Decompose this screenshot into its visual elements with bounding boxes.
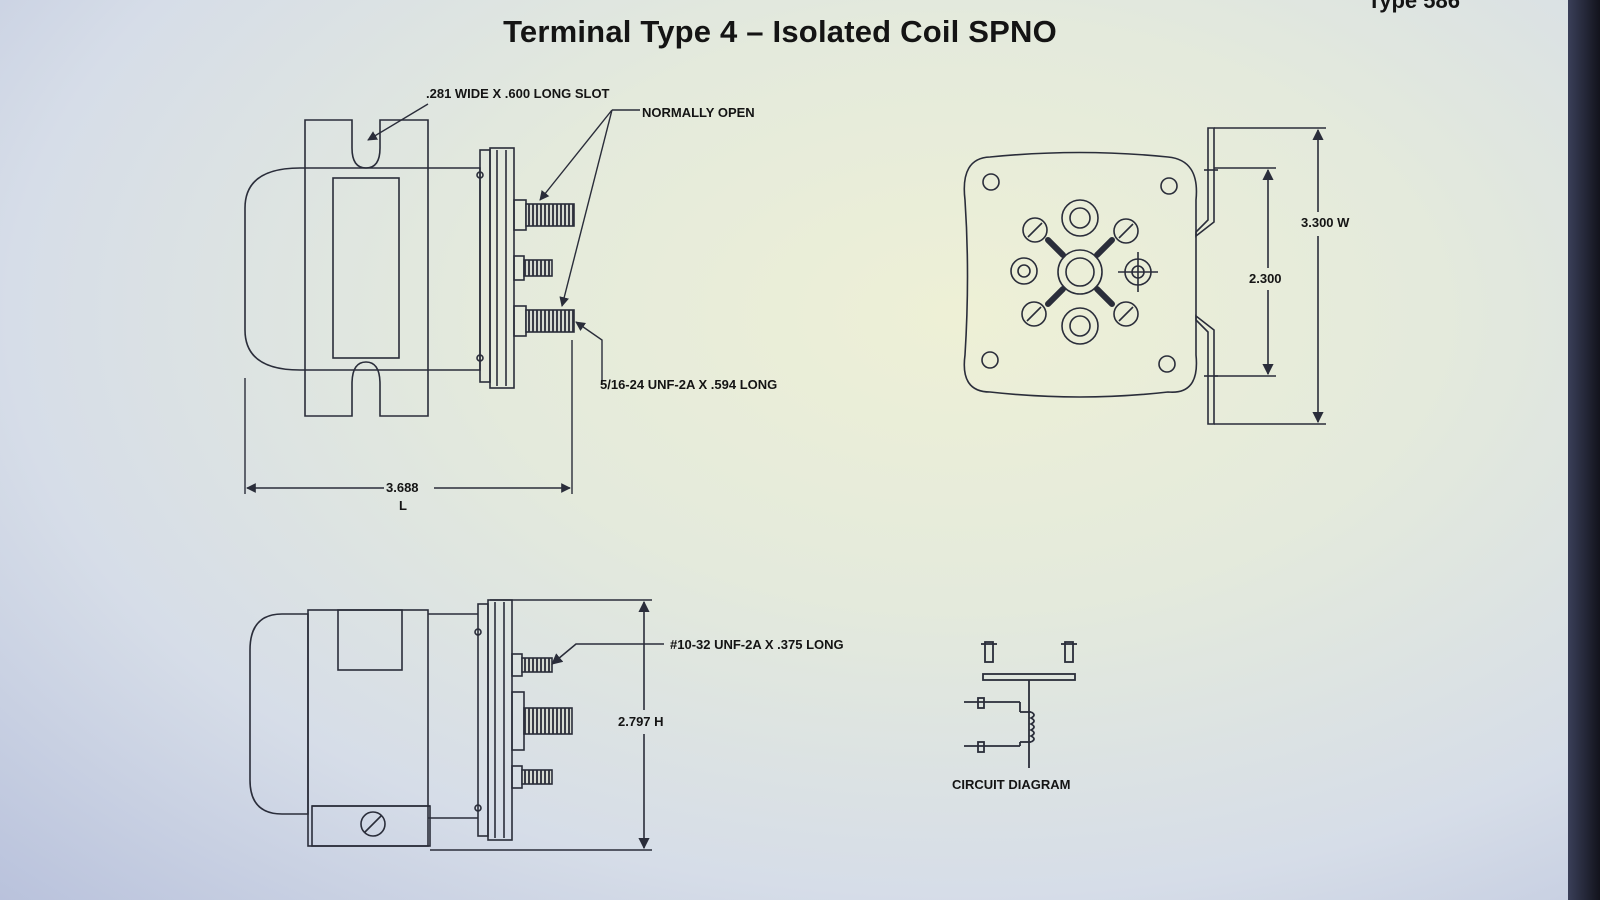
coil-stud-bottom [521, 769, 553, 785]
stud-base-top [513, 199, 527, 231]
circuit-diagram-caption: CIRCUIT DIAGRAM [952, 777, 1070, 792]
terminal-plate-left [479, 149, 491, 383]
length-symbol: L [399, 498, 407, 513]
coil-stud-base-bottom [511, 765, 523, 789]
main-stud-bottom [525, 309, 575, 333]
base-block [311, 805, 431, 847]
coil-stud [523, 259, 553, 277]
main-stud-callout: 5/16-24 UNF-2A X .594 LONG [600, 377, 777, 392]
solenoid-housing [307, 609, 429, 847]
center-boss [1057, 249, 1103, 295]
coil-terminal-left [1010, 257, 1038, 285]
main-terminal-block [511, 691, 525, 751]
bracket-flange-bottom [1195, 314, 1215, 425]
main-stud-side [523, 707, 573, 735]
page-edge-shadow [1568, 0, 1600, 900]
normally-open-callout: NORMALLY OPEN [642, 105, 755, 120]
side-view-top [244, 119, 575, 417]
label-recess [337, 609, 403, 671]
end-view [963, 127, 1326, 425]
mount-hole-br [1158, 355, 1176, 373]
mount-hole-tr [1160, 177, 1178, 195]
bracket-flange-top [1195, 127, 1215, 238]
terminal-plate [489, 147, 515, 389]
slotted-screws [1021, 217, 1139, 327]
coil-stud-base [513, 255, 525, 281]
coil-stud-base-top [511, 653, 523, 677]
coil-symbol [1028, 711, 1035, 743]
page-type-tag: Type 586 [1367, 0, 1460, 13]
terminal-plate-bottom [487, 599, 513, 841]
coil-stud-callout: #10-32 UNF-2A X .375 LONG [670, 637, 844, 652]
width-dimension: 3.300 W [1301, 215, 1350, 230]
main-stud-top [525, 203, 575, 227]
mount-hole-tl [982, 173, 1000, 191]
contact-bar [982, 673, 1076, 681]
page-title: Terminal Type 4 – Isolated Coil SPNO [503, 14, 1057, 49]
stud-base-bottom [513, 305, 527, 337]
side-view-bottom [249, 599, 664, 851]
circuit-diagram [964, 641, 1077, 768]
height-dimension: 2.797 H [618, 714, 664, 729]
coil-cap [249, 613, 309, 815]
coil-stud-top [521, 657, 553, 673]
terminal-plate-bottom-left [477, 603, 489, 837]
base-screw [360, 811, 386, 837]
length-dimension: 3.688 [386, 480, 419, 495]
mount-spacing-dimension: 2.300 [1249, 271, 1282, 286]
bracket-window [332, 177, 400, 359]
solenoid-body [244, 167, 481, 371]
terminal-top [1061, 199, 1099, 237]
end-plate [963, 151, 1198, 398]
slot-callout: .281 WIDE X .600 LONG SLOT [426, 86, 610, 101]
mount-hole-bl [981, 351, 999, 369]
mounting-bracket [304, 119, 429, 417]
terminal-bottom [1061, 307, 1099, 345]
leaders-top [244, 103, 640, 494]
